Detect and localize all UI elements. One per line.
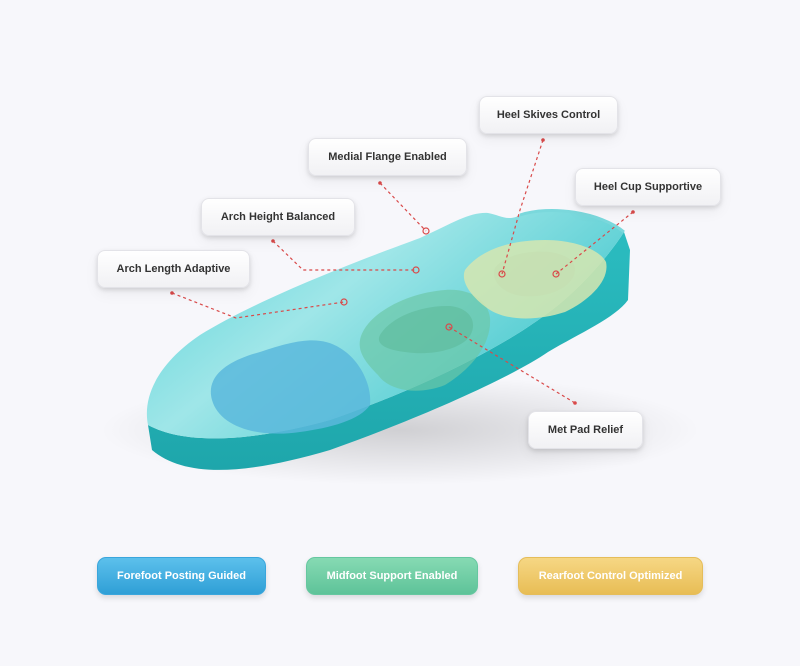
midfoot-zone-inner: [378, 305, 474, 354]
callout-heel-skives-control: Heel Skives Control: [479, 96, 618, 134]
leader-end-heel-cup: [631, 210, 635, 214]
leader-ends: [170, 138, 635, 405]
legend-rearfoot-pill: Rearfoot Control Optimized: [518, 557, 703, 595]
leader-end-arch-height: [271, 239, 275, 243]
marker-medial-flange: [422, 227, 430, 235]
callout-arch-length-adaptive: Arch Length Adaptive: [97, 250, 250, 288]
leader-end-medial-flange: [378, 181, 382, 185]
marker-arch-length: [340, 298, 348, 306]
heel-cup-rim: [519, 209, 625, 234]
legend-midfoot-pill: Midfoot Support Enabled: [306, 557, 478, 595]
callout-met-pad-relief: Met Pad Relief: [528, 411, 643, 449]
callout-arch-height-balanced: Arch Height Balanced: [201, 198, 355, 236]
callout-heel-cup-supportive: Heel Cup Supportive: [575, 168, 721, 206]
marker-heel-skives: [498, 270, 506, 278]
leader-heel-skives: [501, 139, 544, 275]
insole-side-wall: [148, 232, 630, 470]
leader-met-pad: [448, 326, 576, 404]
markers: [340, 227, 560, 331]
marker-arch-height: [412, 266, 420, 274]
leader-medial-flange: [379, 182, 427, 232]
leader-arch-height: [272, 240, 416, 271]
legend-forefoot-pill: Forefoot Posting Guided: [97, 557, 266, 595]
leader-heel-cup: [555, 211, 634, 275]
leader-lines: [171, 139, 634, 404]
leader-arch-length: [171, 292, 345, 319]
forefoot-zone: [210, 340, 371, 434]
leader-end-heel-skives: [541, 138, 545, 142]
marker-met-pad: [445, 323, 453, 331]
leader-end-met-pad: [573, 401, 577, 405]
callout-medial-flange-enabled: Medial Flange Enabled: [308, 138, 467, 176]
leader-end-arch-length: [170, 291, 174, 295]
marker-heel-cup: [552, 270, 560, 278]
rearfoot-zone-inner: [494, 251, 575, 297]
